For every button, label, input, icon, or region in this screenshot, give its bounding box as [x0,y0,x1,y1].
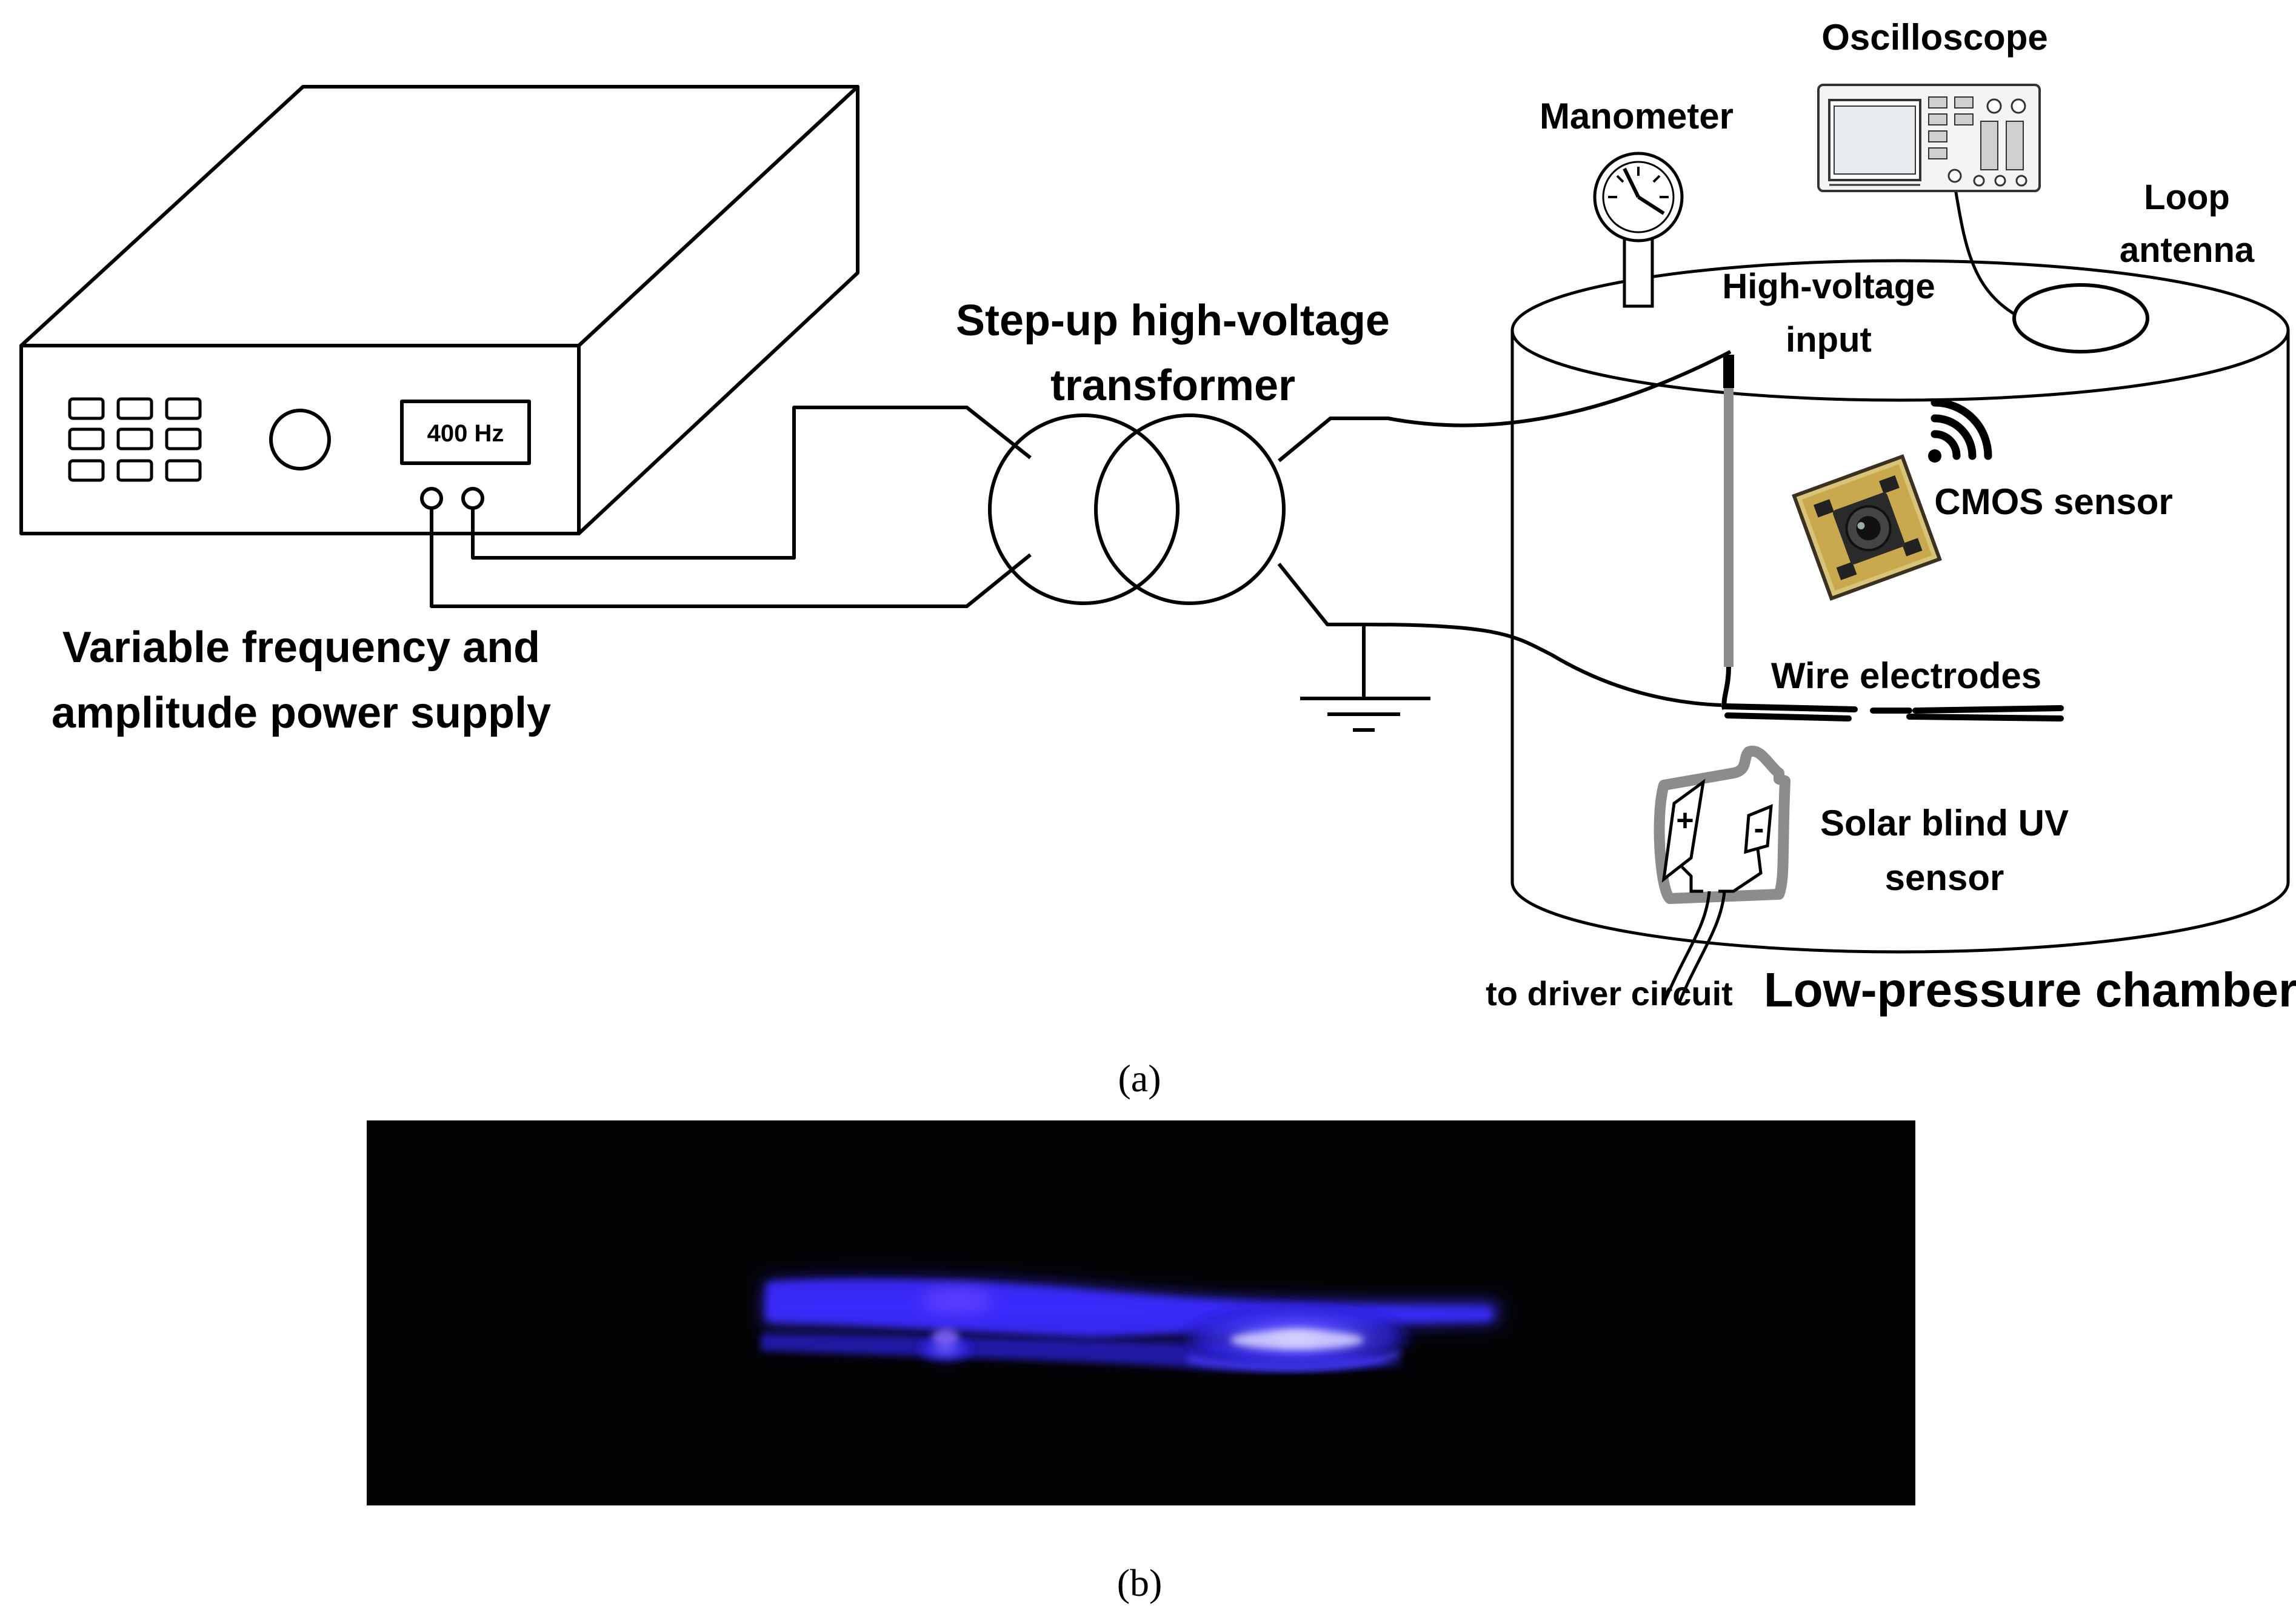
uv-sensor-minus: - [1754,811,1764,845]
keypad [68,397,202,482]
wire-supply-to-primary-top [471,406,1032,560]
discharge-photo [367,1120,1915,1505]
amplitude-knob [269,409,331,470]
transformer [988,413,1286,605]
wire-secondary-to-hv-input [1278,350,1732,463]
uv-sensor [1654,745,1790,1004]
loop-antenna-label-line2: antenna [2120,230,2255,270]
low-pressure-chamber [1510,259,2290,954]
uv-sensor-label-line1: Solar blind UV [1820,803,2069,843]
wire-electrodes [1721,703,2064,721]
oscilloscope-icon [1817,84,2041,192]
wire-secondary-to-ground [1277,563,1364,626]
driver-circuit-label: to driver circuit [1486,974,1733,1013]
chamber-label: Low-pressure chamber [1764,963,2296,1017]
transformer-secondary-coil [1094,413,1286,605]
transformer-label-line1: Step-up high-voltage [956,296,1390,345]
hv-input-label-line2: input [1786,320,1872,360]
power-supply-label-line1: Variable frequency and [62,623,540,672]
transformer-label-line2: transformer [1050,361,1295,410]
loop-antenna-label-line1: Loop [2144,178,2230,217]
wiring [430,184,2043,707]
frequency-display [400,400,531,465]
cmos-sensor-label: CMOS sensor [1934,481,2172,522]
power-supply-label-line2: amplitude power supply [52,689,551,737]
transformer-primary-coil [988,413,1180,605]
wire-supply-to-primary-bottom [430,508,1032,608]
output-terminal-left [420,487,443,510]
hv-input-label-line1: High-voltage [1722,267,1935,306]
uv-sensor-label-line2: sensor [1885,857,2004,898]
caption-a: (a) [1118,1057,1161,1100]
output-terminal-right [461,487,484,510]
wire-electrodes-label: Wire electrodes [1771,655,2041,696]
high-voltage-electrode-rod [1721,355,1734,710]
ground-symbol-icon [1300,624,1430,732]
frequency-display-readout: 400 Hz [427,420,504,447]
uv-sensor-plus: + [1676,803,1694,837]
camera-module-icon [1792,454,1942,601]
oscilloscope-label: Oscilloscope [1821,17,2047,58]
wifi-signal-icon [1928,398,1992,463]
wire-ground-to-electrodes [1363,623,1722,707]
loop-antenna [2012,283,2149,353]
caption-b: (b) [1117,1561,1163,1604]
manometer-label: Manometer [1540,96,1734,136]
pressure-gauge-icon [1593,152,1684,308]
discharge-glow [761,1274,1497,1371]
power-supply [19,85,859,535]
chamber-bottom-rim [1510,882,2290,954]
